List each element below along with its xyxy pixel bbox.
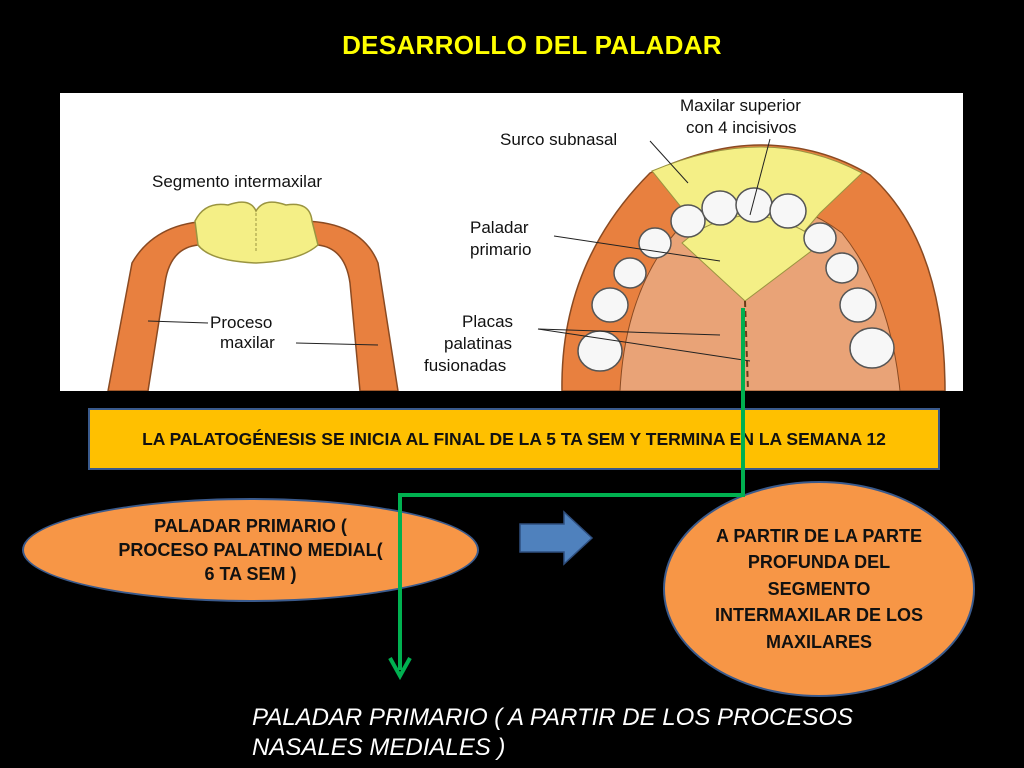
label-proceso-line1: Proceso (210, 313, 272, 332)
label-placas-line1: Placas (462, 312, 513, 331)
segmento-intermaxilar-shape (194, 201, 319, 264)
label-maxilar-line2: con 4 incisivos (686, 118, 797, 137)
label-maxilar-line1: Maxilar superior (680, 96, 801, 115)
palate-diagram-svg: Segmento intermaxilar Proceso maxilar (107, 96, 946, 391)
label-proceso-line2: maxilar (220, 333, 275, 352)
early-arch-drawing (107, 201, 399, 391)
teeth (577, 187, 895, 372)
right-arrow-icon (519, 510, 594, 566)
palatogenesis-banner: LA PALATOGÉNESIS SE INICIA AL FINAL DE L… (88, 408, 940, 470)
segmento-intermaxilar-ellipse: A PARTIR DE LA PARTE PROFUNDA DEL SEGMEN… (663, 481, 975, 697)
label-paladar-line2: primario (470, 240, 531, 259)
developed-palate-drawing (561, 144, 946, 391)
label-surco-subnasal: Surco subnasal (500, 130, 617, 149)
bottom-note: PALADAR PRIMARIO ( A PARTIR DE LOS PROCE… (252, 704, 854, 761)
proceso-maxilar-right (303, 220, 399, 391)
label-paladar-line1: Paladar (470, 218, 529, 237)
proceso-maxilar-left (107, 220, 212, 391)
slide-title: DESARROLLO DEL PALADAR (342, 30, 722, 60)
label-placas-line3: fusionadas (424, 356, 506, 375)
label-segmento-intermaxilar: Segmento intermaxilar (152, 172, 322, 191)
paladar-primario-ellipse: PALADAR PRIMARIO ( PROCESO PALATINO MEDI… (22, 498, 479, 602)
label-placas-line2: palatinas (444, 334, 512, 353)
palate-illustration: Segmento intermaxilar Proceso maxilar (60, 93, 963, 391)
